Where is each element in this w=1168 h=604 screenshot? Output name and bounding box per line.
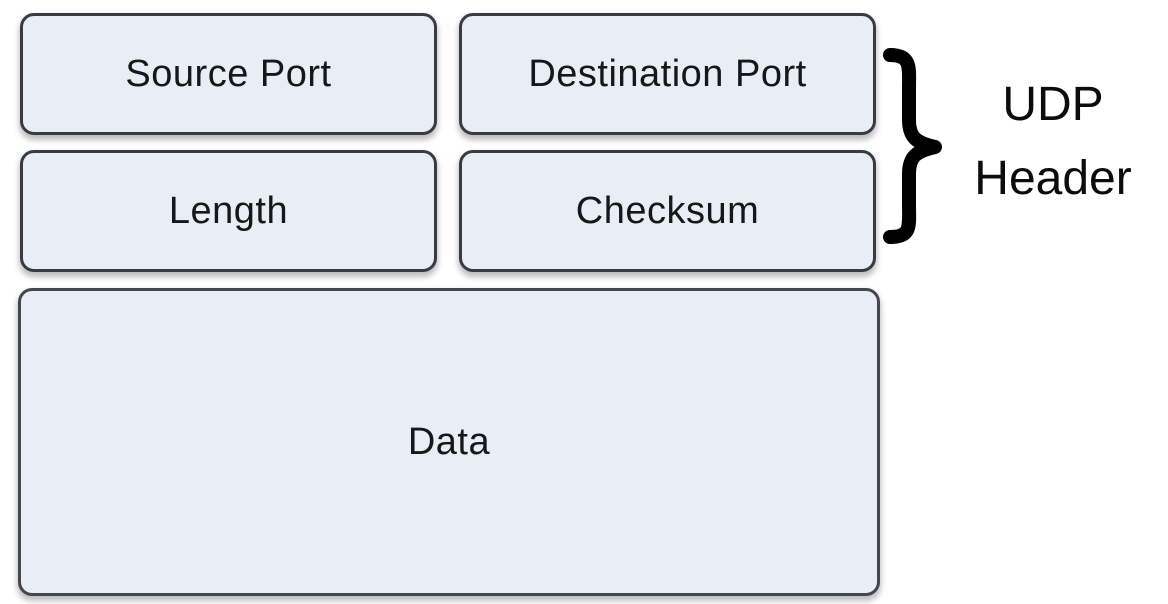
- udp-header-annotation-line1: UDP: [1002, 78, 1104, 131]
- udp-header-annotation-line2: Header: [974, 152, 1132, 205]
- field-box-destination-port: Destination Port: [459, 13, 876, 135]
- field-box-length: Length: [20, 150, 437, 272]
- data-label: Data: [407, 420, 491, 463]
- source-port-label: Source Port: [125, 52, 332, 95]
- destination-port-label: Destination Port: [528, 52, 807, 95]
- field-box-source-port: Source Port: [20, 13, 437, 135]
- checksum-label: Checksum: [575, 189, 760, 232]
- udp-header-annotation: UDP Header: [944, 68, 1162, 216]
- field-box-checksum: Checksum: [459, 150, 876, 272]
- field-box-data: Data: [18, 288, 880, 596]
- length-label: Length: [168, 189, 289, 232]
- right-curly-brace-icon: [883, 48, 942, 244]
